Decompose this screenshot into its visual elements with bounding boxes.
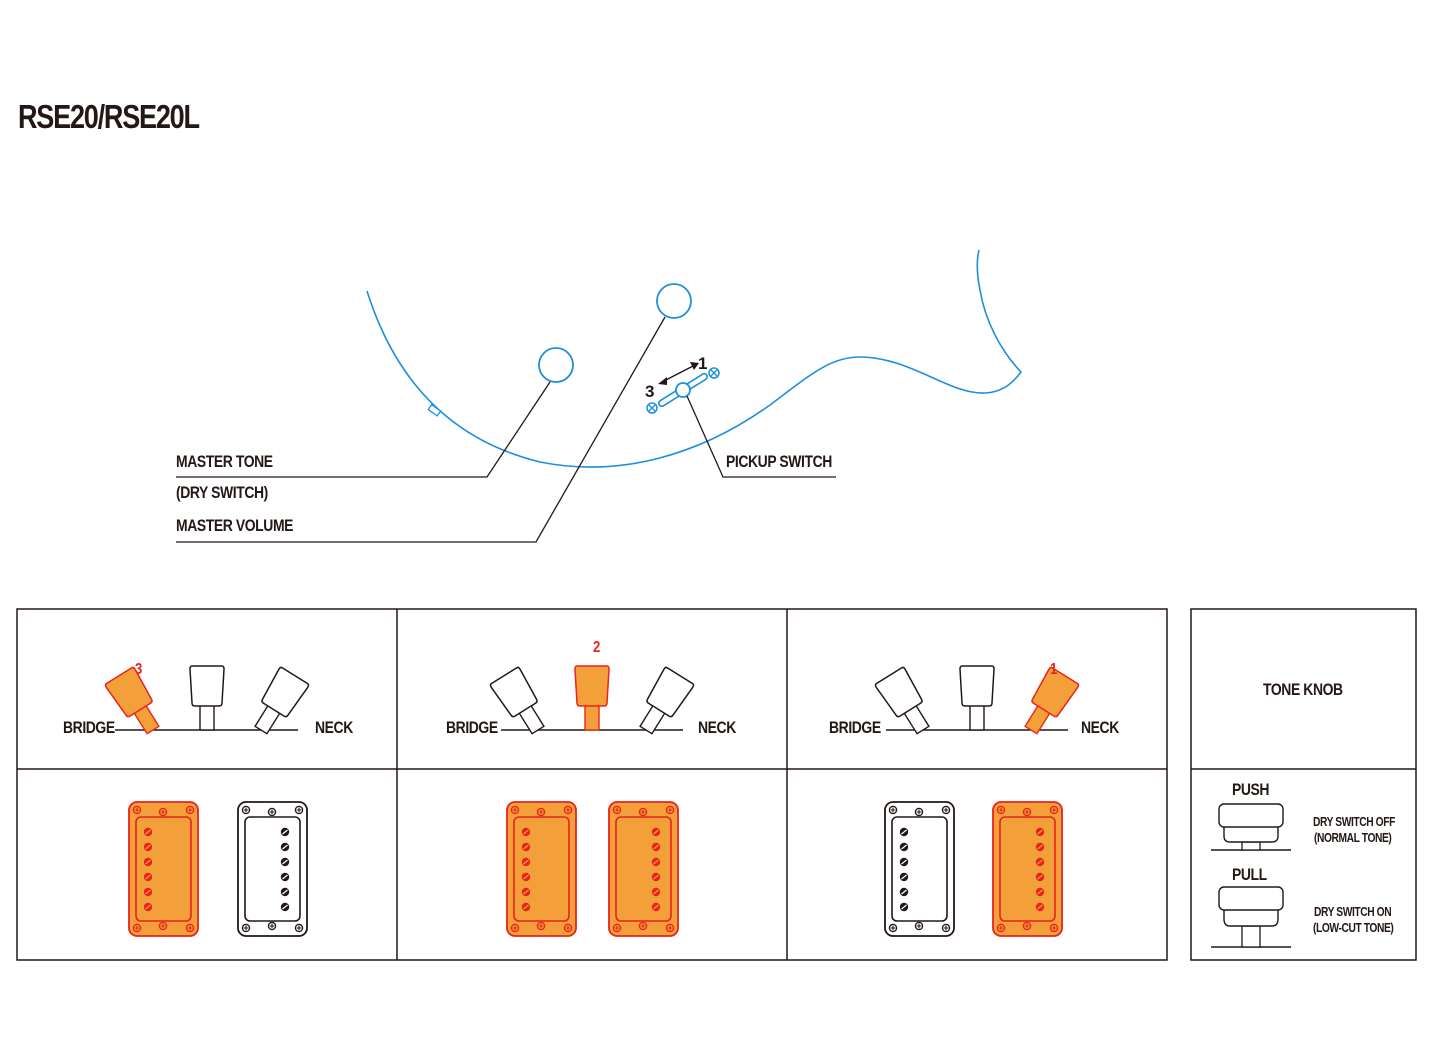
pickup-switch-label: PICKUP SWITCH [726, 452, 832, 471]
lever-bridge-icon [104, 666, 160, 735]
neck-pickup-icon [992, 801, 1063, 937]
position-number: 3 [135, 661, 142, 678]
pull-knob-icon [1211, 886, 1291, 948]
neck-pickup-icon [608, 801, 679, 937]
page-title: RSE20/RSE20L [18, 98, 200, 135]
master-volume-label: MASTER VOLUME [176, 516, 294, 535]
neck-label: NECK [315, 718, 353, 737]
bridge-pickup-icon [506, 801, 577, 937]
lever-middle-icon [574, 665, 610, 731]
master-tone-knob-icon[interactable] [538, 347, 574, 383]
master-volume-knob-icon[interactable] [656, 283, 692, 319]
bridge-pickup-icon [128, 801, 199, 937]
lever-bridge-icon [489, 666, 545, 735]
position-number: 1 [1050, 661, 1057, 678]
pull-description: (LOW-CUT TONE) [1313, 921, 1394, 935]
neck-label: NECK [698, 718, 736, 737]
tone-knob-header: TONE KNOB [1263, 680, 1343, 699]
bridge-pickup-icon [884, 801, 955, 937]
tone-knob-table [1190, 608, 1417, 961]
bridge-label: BRIDGE [829, 718, 881, 737]
pull-label: PULL [1232, 865, 1267, 884]
lever-bridge-icon [874, 666, 930, 735]
master-tone-label: MASTER TONE [176, 452, 273, 471]
neck-label: NECK [1081, 718, 1119, 737]
neck-pickup-icon [237, 801, 308, 937]
master-volume-leader-line [176, 316, 666, 543]
master-tone-leader-line [176, 381, 551, 478]
push-description: DRY SWITCH OFF [1313, 815, 1395, 829]
switch-position-3-label: 3 [645, 382, 654, 401]
push-description: (NORMAL TONE) [1314, 831, 1392, 845]
lever-neck-icon [639, 666, 695, 735]
lever-middle-icon [189, 665, 225, 731]
position-number: 2 [593, 639, 600, 656]
screw-icon [646, 402, 658, 414]
pickup-switch-leader-line [686, 395, 836, 478]
dry-switch-label: (DRY SWITCH) [176, 483, 268, 502]
guitar-body-outline [366, 249, 1023, 468]
push-knob-icon [1211, 803, 1291, 851]
double-arrow-icon [658, 362, 699, 385]
push-label: PUSH [1232, 780, 1270, 799]
screw-icon [708, 367, 720, 379]
lever-middle-icon [959, 665, 995, 731]
bridge-label: BRIDGE [446, 718, 498, 737]
output-jack-icon [427, 403, 442, 417]
lever-neck-icon [1024, 666, 1080, 735]
pull-description: DRY SWITCH ON [1314, 905, 1392, 919]
lever-neck-icon [254, 666, 310, 735]
positions-table [16, 608, 1168, 961]
pickup-switch-icon[interactable] [646, 367, 720, 414]
bridge-label: BRIDGE [63, 718, 115, 737]
switch-position-1-label: 1 [698, 354, 707, 373]
